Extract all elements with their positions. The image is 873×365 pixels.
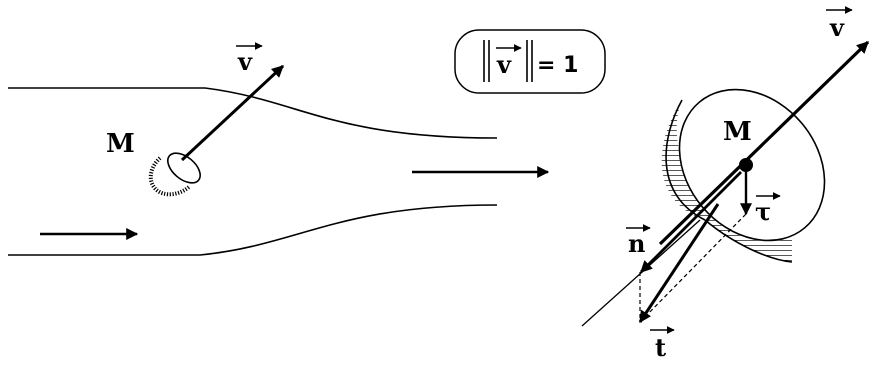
point-m — [739, 158, 753, 172]
label-n: n — [628, 229, 645, 258]
construction-lines — [639, 213, 747, 323]
norm-box: v = 1 — [454, 29, 606, 94]
oblique-line — [581, 219, 701, 327]
label-m-left: M — [106, 129, 135, 159]
label-tau: τ — [755, 197, 771, 226]
label-norm-rhs: = 1 — [537, 53, 578, 78]
channel-bottom-wall — [8, 204, 498, 256]
n-vector — [640, 171, 742, 273]
label-t: t — [655, 333, 666, 360]
label-norm-v: v — [496, 50, 512, 79]
label-v-left: v — [237, 47, 253, 76]
t-vector — [638, 203, 720, 324]
surface-element-left — [148, 152, 201, 197]
velocity-vector-right — [658, 40, 870, 246]
channel-walls — [8, 87, 498, 256]
label-v-right: v — [829, 13, 845, 42]
label-m-right: M — [723, 117, 752, 147]
velocity-vector-left — [180, 64, 285, 162]
channel-top-wall — [8, 87, 498, 139]
